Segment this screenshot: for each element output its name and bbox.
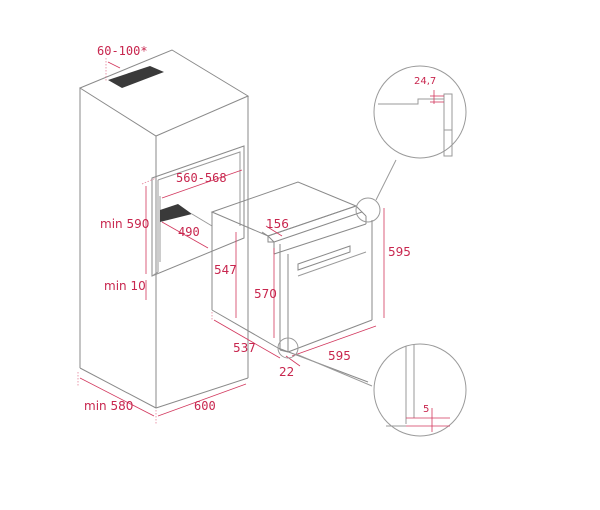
cabinet-outline [78,49,250,409]
top-detail-label: 24,7 [414,76,437,87]
niche-vent-opening [160,204,192,222]
oven-front-thickness-label: 22 [279,365,295,379]
bottom-detail-label: 5 [423,404,430,415]
oven-outline [210,181,373,383]
top-vent-opening [108,66,164,88]
oven-front-offset-label: 156 [266,217,289,231]
oven-front-width-label: 595 [328,349,351,363]
oven-body-depth-label: 537 [233,341,256,355]
dimension-lines [77,58,385,424]
oven-body-height-label: 547 [214,263,237,277]
niche-height-label: min 590 [100,217,150,231]
oven-total-height-label: 595 [388,245,411,259]
oven-front-height-label: 570 [254,287,277,301]
vent-opening-label: 60-100* [97,44,148,58]
detail-callouts [277,65,467,437]
bottom-gap-label: min 10 [104,279,146,293]
cabinet-depth-label: min 580 [84,399,134,413]
niche-depth-label: 490 [178,225,200,239]
niche-width-label: 560-568 [176,171,227,185]
cabinet-width-label: 600 [194,399,216,413]
